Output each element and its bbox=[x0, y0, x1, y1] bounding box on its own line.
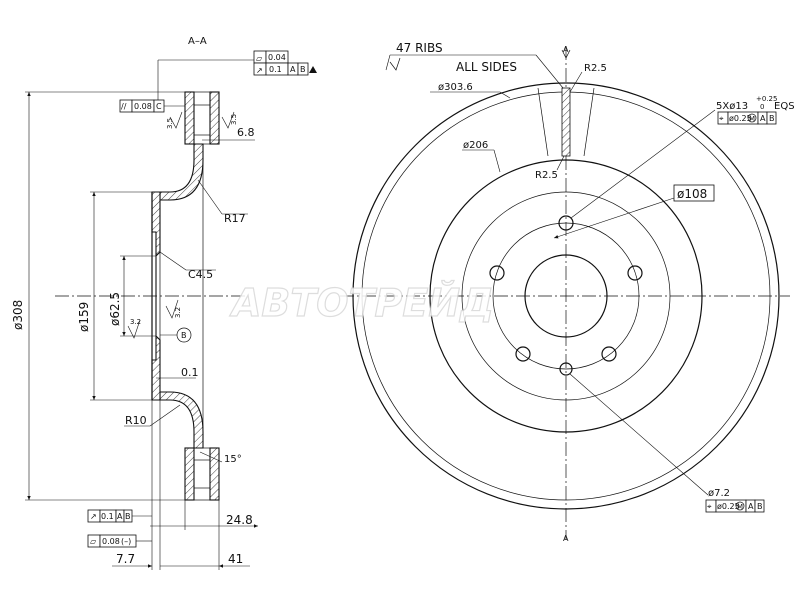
dim-outer-diameter: ø308 bbox=[11, 300, 25, 330]
dim-hat-height: 41 bbox=[228, 552, 243, 566]
dim-offset: 6.8 bbox=[237, 126, 255, 139]
section-view: A–A ø308 bbox=[11, 36, 317, 570]
dim-inner-diameter: ø206 bbox=[463, 140, 488, 151]
fcf-bottom-flat-value: 0.08 bbox=[102, 537, 120, 546]
dim-thickness: 24.8 bbox=[226, 513, 253, 527]
roughness-mark-4: 3.2 bbox=[174, 307, 182, 318]
dim-radius-r17: R17 bbox=[224, 212, 246, 225]
rib-radius-bottom: R2.5 bbox=[535, 170, 558, 181]
fcf-runout-datum-a: A bbox=[290, 65, 296, 74]
fcf-pin-value: ø0.25 bbox=[717, 502, 740, 511]
bolt-hole-callout: 5Xø13 bbox=[716, 101, 748, 112]
bolt-hole bbox=[558, 215, 574, 231]
hat-circle bbox=[461, 191, 671, 401]
fcf-bottom-flat-note: (–) bbox=[121, 537, 131, 546]
fcf-bottom-runout-value: 0.1 bbox=[101, 512, 114, 521]
fcf-bolt-datum-b: B bbox=[769, 114, 775, 123]
bolt-hole-tol-upper: +0.25 bbox=[756, 95, 777, 103]
fcf-bolt-symbol: ⌖ bbox=[719, 114, 724, 123]
fcf-bolt-datum-a: A bbox=[760, 114, 766, 123]
fcf-bolt-value: ø0.25 bbox=[729, 114, 752, 123]
rib-section bbox=[561, 87, 571, 157]
fcf-parallel-datum: C bbox=[156, 102, 162, 111]
dim-runout: 0.1 bbox=[181, 366, 199, 379]
rib-cut-outline bbox=[537, 87, 595, 157]
dim-friction-diameter: ø303.6 bbox=[438, 82, 473, 93]
rib-radius-top: R2.5 bbox=[584, 63, 607, 74]
fcf-bottom-runout-datum-a: A bbox=[117, 512, 123, 521]
ribs-sides-label: ALL SIDES bbox=[456, 60, 517, 74]
inner-ring-circle bbox=[429, 159, 703, 433]
dim-pcd: ø108 bbox=[677, 187, 707, 201]
dim-angle: 15° bbox=[224, 454, 242, 465]
section-mark-top: A bbox=[563, 45, 569, 54]
roughness-mark-2: 3.5 bbox=[230, 114, 238, 125]
dim-hat-wall: 7.7 bbox=[116, 552, 135, 566]
fcf-top: ⏥ 0.04 ↗ 0.1 A B bbox=[157, 50, 317, 100]
fcf-bottom-runout: ↗ 0.1 A B bbox=[87, 509, 152, 523]
fcf-pin-symbol: ⌖ bbox=[707, 502, 712, 511]
fcf-bottom-flat: ⏥ 0.08 (–) bbox=[87, 534, 152, 548]
section-label: A–A bbox=[188, 36, 207, 47]
fcf-bottom-runout-symbol: ↗ bbox=[90, 512, 97, 521]
fcf-parallel-value: 0.08 bbox=[134, 102, 152, 111]
fcf-bolt-modifier: M bbox=[749, 115, 755, 123]
front-view: A A 47 RIBS ALL SIDES R2.5 R2.5 ø303.6 ø… bbox=[340, 41, 795, 543]
hat-neck-bottom bbox=[159, 391, 204, 449]
fcf-pin-datum-b: B bbox=[757, 502, 763, 511]
dim-hub-diameter: ø159 bbox=[77, 302, 91, 332]
pin-hole bbox=[559, 362, 573, 376]
center-bore-circle bbox=[524, 254, 608, 338]
pin-hole-callout: ø7.2 bbox=[708, 488, 730, 499]
fcf-runout-value: 0.1 bbox=[269, 65, 282, 74]
bolt-hole-eqs: EQS bbox=[774, 101, 795, 112]
bolt-hole bbox=[489, 265, 505, 281]
fcf-flat-symbol: ⏥ bbox=[256, 54, 263, 63]
roughness-mark-1: 3.5 bbox=[166, 118, 174, 129]
dim-radius-r10: R10 bbox=[125, 414, 147, 427]
friction-ring-bottom bbox=[184, 447, 220, 501]
fcf-bottom-runout-datum-b: B bbox=[125, 512, 131, 521]
fcf-bottom-flat-symbol: ⏥ bbox=[90, 537, 97, 546]
fcf-bolt-position: ⌖ ø0.25 M A B bbox=[717, 111, 777, 125]
fcf-pin-position: ⌖ ø0.25 M A B bbox=[705, 499, 765, 513]
watermark-logo: АВТОТРЕЙД bbox=[229, 281, 494, 325]
bolt-hole bbox=[601, 346, 617, 362]
fcf-runout-datum-b: B bbox=[300, 65, 306, 74]
datum-b: B bbox=[181, 331, 187, 340]
fcf-flat-value: 0.04 bbox=[268, 53, 286, 62]
fcf-runout-symbol: ↗ bbox=[256, 66, 263, 75]
fcf-pin-modifier: M bbox=[737, 503, 743, 511]
bolt-hole bbox=[627, 265, 643, 281]
hat-neck-top bbox=[159, 143, 204, 201]
bolt-hole bbox=[515, 346, 531, 362]
fcf-parallel: // 0.08 C bbox=[119, 99, 185, 113]
outer-edge bbox=[352, 82, 780, 510]
ribs-count-label: 47 RIBS bbox=[396, 41, 443, 55]
dim-center-bore: ø62.5 bbox=[108, 292, 122, 326]
fcf-pin-datum-a: A bbox=[748, 502, 754, 511]
roughness-mark-3: 3.2 bbox=[130, 318, 141, 326]
section-mark-bottom: A bbox=[563, 534, 569, 543]
pcd-circle bbox=[492, 222, 640, 370]
bolt-hole-tol-lower: 0 bbox=[760, 103, 764, 111]
dim-chamfer: C4.5 bbox=[188, 268, 213, 281]
friction-ring-top bbox=[184, 91, 220, 145]
fcf-parallel-symbol: // bbox=[121, 102, 127, 111]
bolt-holes bbox=[489, 215, 643, 376]
